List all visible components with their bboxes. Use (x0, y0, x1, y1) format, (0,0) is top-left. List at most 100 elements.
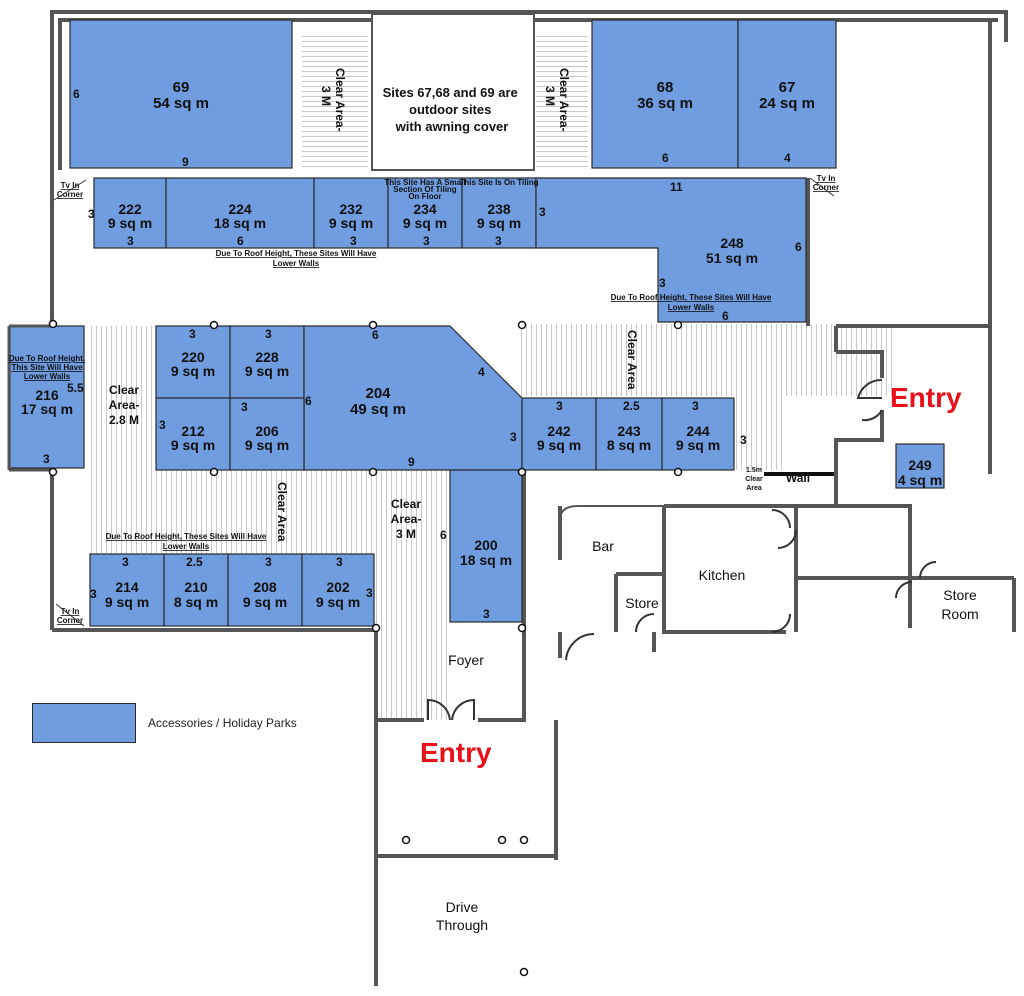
dim-label: 3 (189, 327, 196, 341)
dim-label: 9 (408, 455, 415, 469)
room-store-room: Store (943, 587, 977, 603)
site-234[interactable] (387, 177, 463, 249)
dim-label: 3 (692, 399, 699, 413)
site-228[interactable] (229, 325, 305, 399)
site-222[interactable] (93, 177, 167, 249)
dim-label: 3 (366, 586, 373, 600)
site-69[interactable] (69, 19, 293, 169)
site-208[interactable] (227, 553, 303, 627)
site-label-id: 249 (908, 457, 932, 473)
room-kitchen: Kitchen (699, 567, 746, 583)
room-foyer: Foyer (448, 652, 484, 668)
clear-area-label: 3 M (396, 527, 416, 541)
clear-area-label: 3 M (543, 86, 557, 106)
site-238-note: This Site Is On Tiling (460, 178, 539, 187)
site-234-note-line: Section Of Tiling (393, 185, 457, 194)
dim-label: 3 (241, 400, 248, 414)
dim-label: 4 (478, 365, 485, 379)
site-label-id: 232 (339, 201, 363, 217)
site-206[interactable] (229, 397, 305, 471)
site-label-id: 220 (181, 349, 205, 365)
dim-label: 2.5 (186, 555, 203, 569)
site-216[interactable] (9, 325, 85, 469)
site-label-area: 9 sq m (243, 594, 287, 610)
clear-area-label: Clear (109, 383, 139, 397)
site-214[interactable] (89, 553, 165, 627)
site-label-area: 9 sq m (403, 215, 447, 231)
site-label-id: 216 (35, 387, 59, 403)
room-drive-through: Drive (446, 899, 479, 915)
site-238[interactable] (461, 177, 537, 249)
dim-label: 3 (90, 587, 97, 601)
svg-text:Clear Area-3 M: Clear Area-3 M (543, 68, 571, 132)
site-244[interactable] (661, 397, 735, 471)
tv-note-line: Corner (813, 183, 839, 192)
site-200[interactable] (449, 469, 523, 623)
dimension-labels: 6 9 6 4 11 3 3 6 3 3 3 3 6 3 6 5.5 3 3 3… (43, 87, 802, 621)
dim-label: 6 (440, 528, 447, 542)
room-bar: Bar (592, 538, 614, 554)
clear-area-label: Area- (109, 398, 140, 412)
site-204[interactable] (303, 325, 523, 471)
site-label-area: 4 sq m (898, 472, 942, 488)
site-210[interactable] (163, 553, 229, 627)
svg-text:Due To Roof Height, These Site: Due To Roof Height, These Sites Will Hav… (216, 249, 377, 268)
site-label-id: 244 (686, 423, 710, 439)
site-label-area: 9 sq m (245, 437, 289, 453)
clear-area-label: 3 M (319, 86, 333, 106)
site-243[interactable] (595, 397, 663, 471)
site-label-id: 214 (115, 579, 139, 595)
svg-text:Due To Roof Height, These Site: Due To Roof Height, These Sites Will Hav… (611, 293, 772, 312)
dim-label: 3 (159, 418, 166, 432)
site-label-id: 206 (255, 423, 279, 439)
site-220[interactable] (155, 325, 231, 399)
dim-label: 3 (495, 234, 502, 248)
site-67[interactable] (737, 19, 837, 169)
dim-label: 3 (265, 555, 272, 569)
site-249[interactable] (895, 443, 945, 489)
clear-area-label: Clear (391, 497, 421, 511)
roof-note-line: Lower Walls (163, 542, 210, 551)
site-label-id: 67 (779, 79, 796, 96)
site-label-id: 208 (253, 579, 277, 595)
site-label-area: 17 sq m (21, 401, 73, 417)
legend-swatch (32, 703, 136, 743)
clear-area-label: Clear Area (625, 330, 639, 390)
tv-note-line: Tv In (817, 174, 836, 183)
dim-label: 3 (127, 234, 134, 248)
site-label-area: 9 sq m (477, 215, 521, 231)
roof-note-line: Due To Roof Height, (9, 354, 85, 363)
site-212[interactable] (155, 397, 231, 471)
clear-area-label: Clear (745, 476, 763, 483)
dim-label: 3 (350, 234, 357, 248)
site-label-id: 200 (474, 537, 498, 553)
site-248[interactable] (535, 177, 807, 323)
svg-text:Sites 67,68 and 69 are o: Sites 67,68 and 69 are outdoor sites wit… (383, 85, 522, 134)
site-label-area: 8 sq m (607, 437, 651, 453)
site-224[interactable] (165, 177, 315, 249)
site-202[interactable] (301, 553, 375, 627)
site-234-note-line: This Site Has A Small (384, 178, 465, 187)
svg-text:Clear Area-3 M: Clear Area-3 M (319, 68, 347, 132)
room-drive-through: Through (436, 917, 488, 933)
clear-area-label: Area (746, 485, 762, 492)
site-label-id: 234 (413, 201, 437, 217)
building-walls (50, 10, 1016, 986)
roof-note-line: Due To Roof Height, These Sites Will Hav… (216, 249, 377, 258)
site-label-id: 243 (617, 423, 641, 439)
roof-note-line: Due To Roof Height, These Sites Will Hav… (611, 293, 772, 302)
site-242[interactable] (521, 397, 597, 471)
site-68[interactable] (591, 19, 739, 169)
room-store: Store (625, 595, 659, 611)
